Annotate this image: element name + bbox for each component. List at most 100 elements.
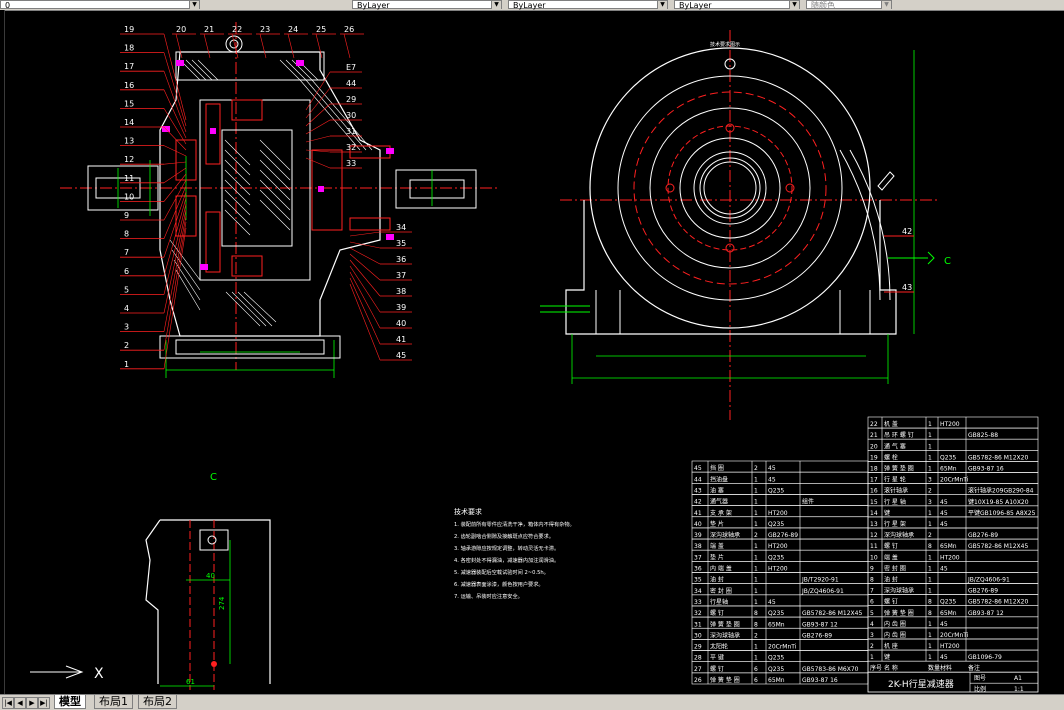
table-cell: 油 塞 [710, 486, 724, 494]
last-tab-icon[interactable]: ▶| [38, 697, 50, 709]
callout-23: 23 [260, 25, 270, 34]
tech-line: 7. 运输、吊装时应注意安全。 [454, 592, 523, 600]
prev-tab-icon[interactable]: ◀ [14, 697, 26, 709]
table-cell: 3 [870, 632, 874, 639]
technical-requirements: 技术要求 1. 装配前所有零件应清洗干净，箱体内不得有杂物。2. 齿轮副啮合侧隙… [454, 507, 575, 600]
table-cell: 29 [694, 644, 702, 651]
table-cell: 8 [928, 599, 932, 606]
callout-20: 20 [176, 25, 186, 34]
table-cell: 1 [754, 521, 758, 528]
table-cell: 27 [694, 666, 702, 673]
side-marker-c: C [944, 256, 951, 267]
table-cell: GB276-89 [968, 588, 998, 595]
tech-line: 5. 减速器装配后空载试验时间 2~0.5h。 [454, 568, 549, 576]
table-header-cell: 材料 [940, 664, 952, 672]
callout-12: 12 [124, 155, 134, 164]
callout-10: 10 [124, 192, 134, 201]
tab-layout2[interactable]: 布局2 [138, 695, 177, 709]
callout-25: 25 [316, 25, 326, 34]
table-cell: 45 [940, 510, 948, 517]
table-cell: 端 盖 [884, 553, 898, 561]
first-tab-icon[interactable]: |◀ [2, 697, 14, 709]
table-cell: Q235 [768, 554, 784, 561]
table-cell: 1 [928, 654, 932, 661]
table-cell: GB93-87 16 [968, 466, 1004, 473]
callout-3: 3 [124, 323, 129, 332]
table-cell: 42 [694, 499, 702, 506]
table-cell: 8 [870, 577, 874, 584]
table-cell: 2 [870, 643, 874, 650]
table-cell: 平 键 [710, 654, 724, 662]
table-cell: 深沟球轴承 [884, 531, 914, 539]
table-cell: 41 [694, 510, 702, 517]
side-view-title: 技术要求图示 [710, 41, 740, 48]
tab-layout1[interactable]: 布局1 [94, 695, 133, 709]
callout-43: 43 [902, 283, 912, 292]
lineweight-combo[interactable]: ByLayer▼ [674, 0, 800, 10]
table-cell: Q235 [768, 655, 784, 662]
table-cell: 1 [754, 543, 758, 550]
side-view[interactable]: 技术要求图示 C 42 43 [540, 30, 951, 420]
table-cell: Q235 [768, 666, 784, 673]
layer-combo[interactable]: 0▼ [0, 0, 200, 10]
table-cell: 45 [768, 599, 776, 606]
chevron-down-icon[interactable]: ▼ [789, 1, 799, 9]
table-cell: HT200 [940, 421, 960, 428]
callout-44: 44 [346, 79, 356, 88]
tech-line: 4. 各密封处不得漏油，减速器内加注润滑油。 [454, 556, 559, 564]
next-tab-icon[interactable]: ▶ [26, 697, 38, 709]
table-cell: 3 [928, 477, 932, 484]
detail-view-c[interactable]: C 40 274 61 [145, 472, 271, 690]
table-cell: JB/T2920-91 [801, 577, 839, 584]
plotstyle-combo-value: 随颜色 [811, 1, 835, 10]
table-cell: 1 [754, 599, 758, 606]
table-cell: 1 [754, 510, 758, 517]
table-cell: GB5782-86 M12X20 [968, 454, 1028, 461]
table-cell: 8 [754, 621, 758, 628]
table-cell: 2 [928, 532, 932, 539]
table-cell: 键 [884, 653, 890, 661]
table-cell: GB1096-79 [968, 654, 1002, 661]
callout-34: 34 [396, 223, 406, 232]
detail-dim-61: 61 [186, 678, 195, 686]
section-view[interactable] [60, 22, 500, 378]
chevron-down-icon[interactable]: ▼ [189, 1, 199, 9]
callout-32: 32 [346, 143, 356, 152]
table-cell: GB5782-86 M12X45 [802, 610, 862, 617]
callout-22: 22 [232, 25, 242, 34]
chevron-down-icon[interactable]: ▼ [657, 1, 667, 9]
table-cell: 45 [940, 654, 948, 661]
tech-title: 技术要求 [454, 507, 482, 516]
table-cell: 组件 [802, 498, 814, 506]
table-cell: 28 [694, 655, 702, 662]
title-block-name: 2K-H行星减速器 [888, 678, 954, 690]
callout-11: 11 [124, 174, 134, 183]
table-header-cell: 备注 [968, 664, 980, 672]
table-cell: 密 封 圈 [710, 587, 732, 595]
table-cell: 33 [694, 599, 702, 606]
table-cell: 13 [870, 521, 878, 528]
table-cell: 螺 栓 [884, 453, 898, 461]
color-combo[interactable]: ByLayer▼ [352, 0, 502, 10]
table-cell: 1 [754, 577, 758, 584]
table-cell: 1 [754, 499, 758, 506]
table-cell: 行 星 轮 [884, 476, 906, 484]
tech-line: 1. 装配前所有零件应清洗干净，箱体内不得有杂物。 [454, 520, 575, 528]
table-cell: 2 [754, 532, 758, 539]
tab-model[interactable]: 模型 [54, 695, 86, 709]
table-cell: 1 [928, 466, 932, 473]
callout-9: 9 [124, 211, 129, 220]
callout-39: 39 [396, 303, 406, 312]
chevron-down-icon[interactable]: ▼ [491, 1, 501, 9]
linetype-combo[interactable]: ByLayer▼ [508, 0, 668, 10]
callout-13: 13 [124, 137, 134, 146]
callout-21: 21 [204, 25, 214, 34]
